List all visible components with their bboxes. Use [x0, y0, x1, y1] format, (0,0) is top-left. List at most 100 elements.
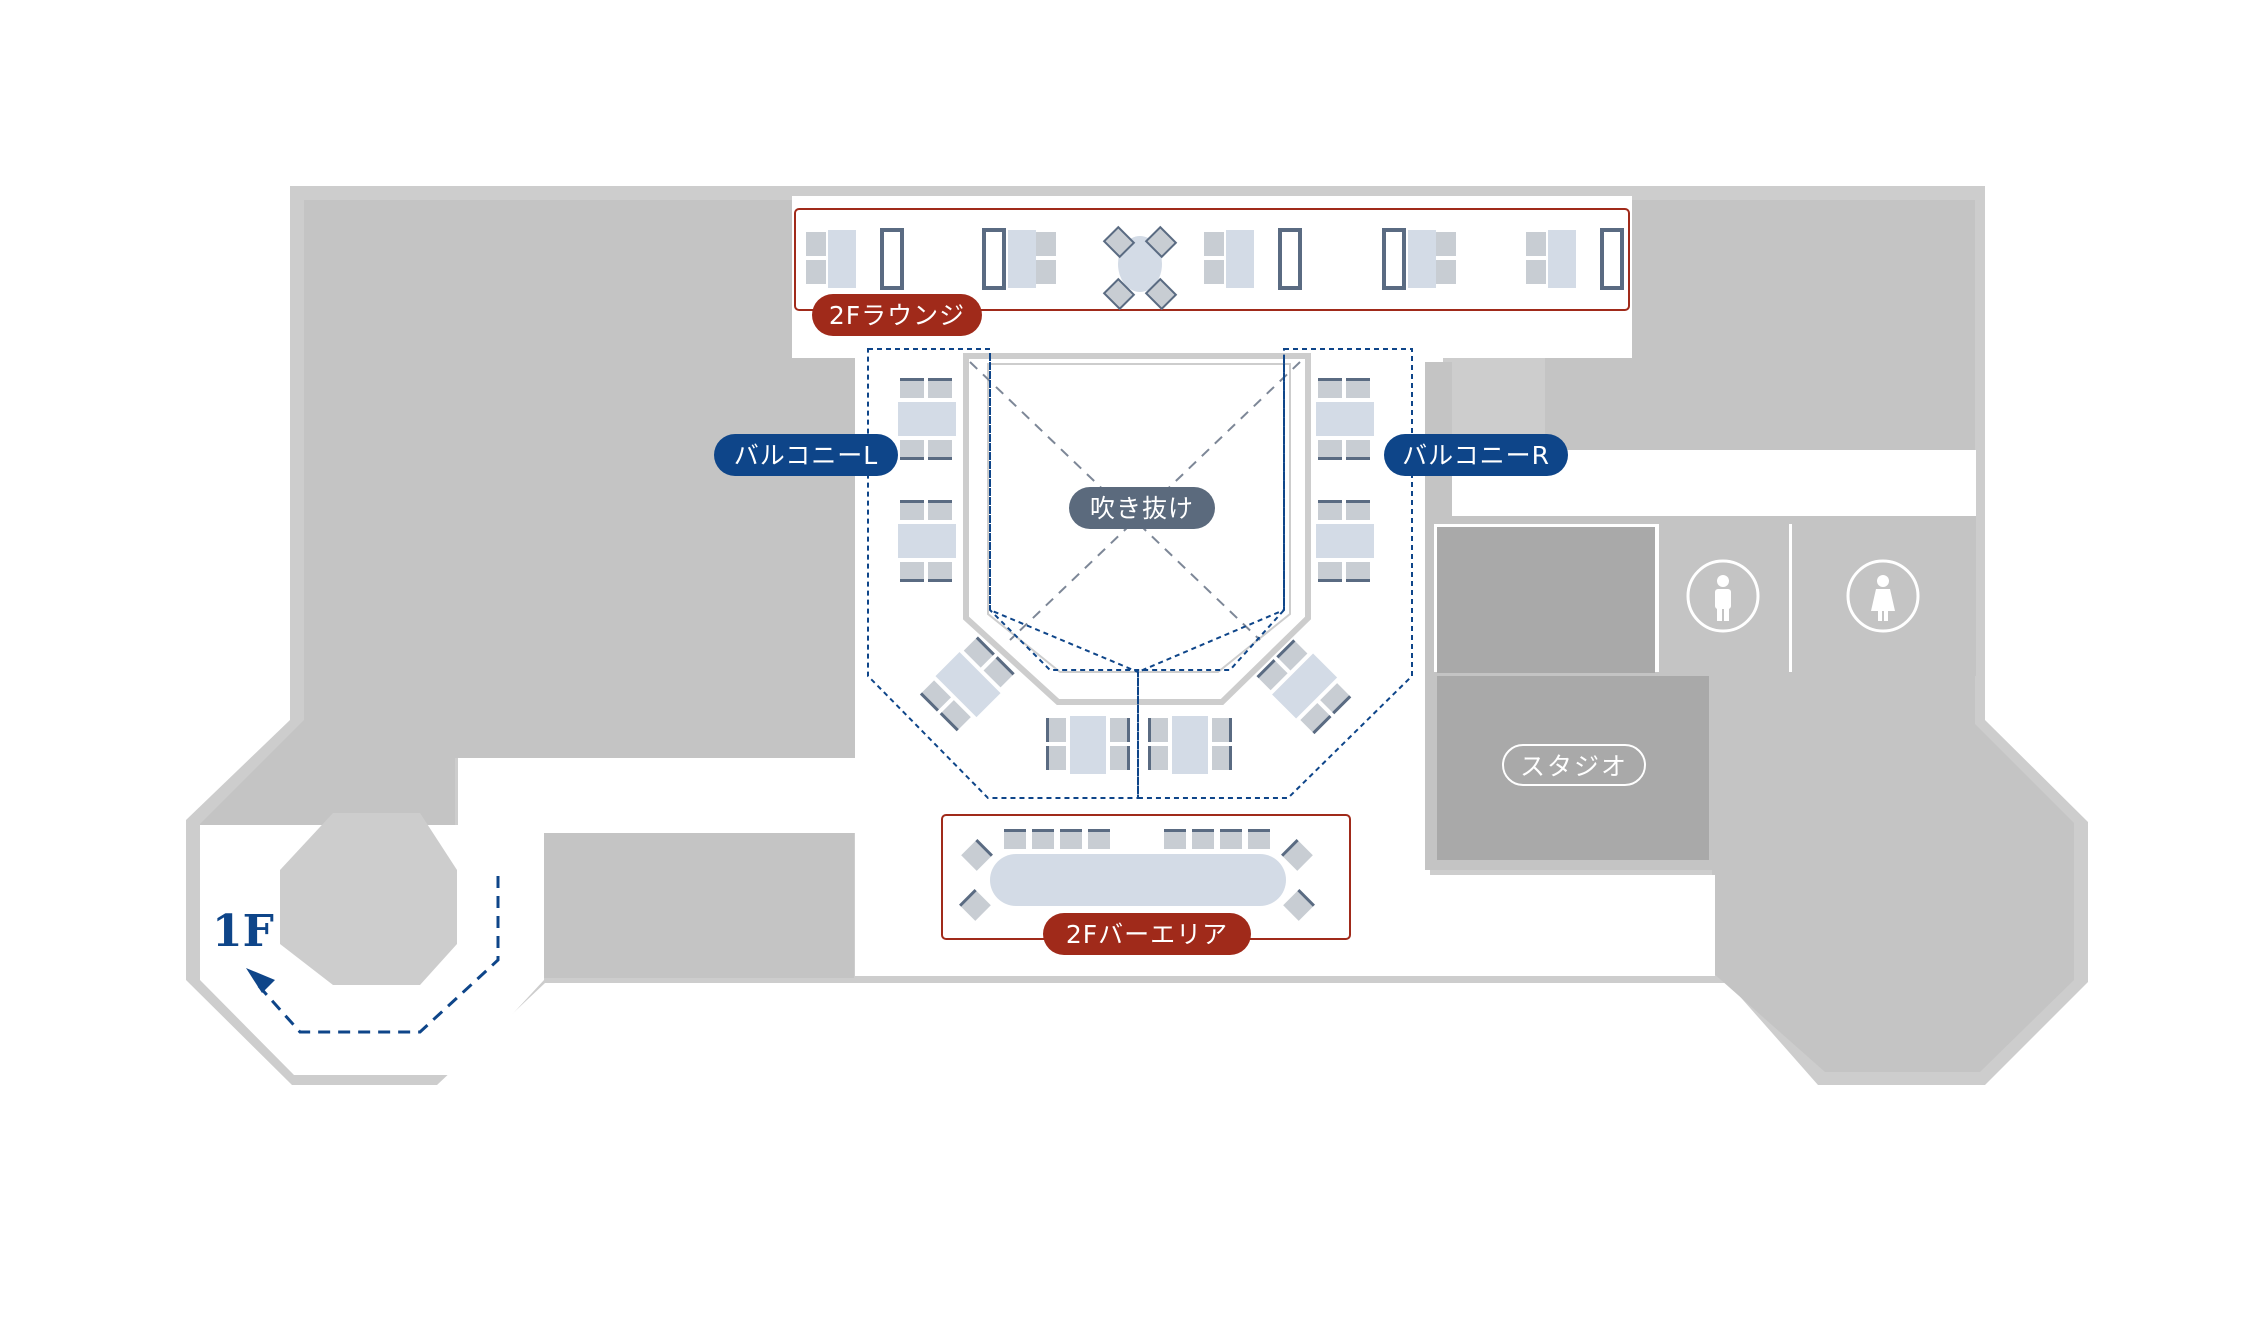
bar-stool-back [1220, 829, 1242, 832]
chair [1144, 277, 1178, 311]
chair [806, 260, 826, 284]
balcony-inner-edge [989, 356, 1285, 671]
bar-stool [1088, 829, 1110, 849]
balcony-left-pill[interactable]: バルコニーL [714, 434, 898, 476]
chair [1346, 562, 1370, 582]
chair [1318, 378, 1342, 398]
chair [1300, 702, 1332, 735]
bar-stool [961, 891, 991, 921]
lounge-label: 2Fラウンジ [829, 301, 965, 330]
bar-area-pill[interactable]: 2Fバーエリア [1043, 913, 1251, 955]
chair [1046, 746, 1066, 770]
chair-back [1148, 718, 1151, 742]
table-set [1316, 378, 1374, 460]
chair [1110, 746, 1130, 770]
balcony-left-label: バルコニーL [734, 441, 878, 470]
chair-back [928, 500, 952, 503]
chair-back [1318, 500, 1342, 503]
lounge-zone[interactable] [794, 208, 1630, 311]
chair-back [928, 378, 952, 381]
lounge-furniture [806, 225, 1624, 311]
chair [963, 636, 995, 668]
table-set [1256, 639, 1352, 735]
round-chair [1144, 225, 1178, 259]
bar-stool-back [1297, 889, 1315, 907]
bar-stool [1283, 891, 1313, 921]
bar-stool-back [1248, 829, 1270, 832]
angled-table-set [919, 636, 1015, 732]
stairwell [246, 813, 500, 1034]
chair [1148, 746, 1168, 770]
bar-furniture [959, 829, 1315, 921]
balcony-right-zone[interactable] [1137, 348, 1413, 799]
chair-back [1229, 746, 1232, 770]
sofa-set [1526, 228, 1624, 290]
bar-area-label: 2Fバーエリア [1066, 920, 1228, 949]
bar-stool-back [959, 889, 977, 907]
chair-back [1229, 718, 1232, 742]
bar-stool [1283, 841, 1313, 871]
chair-back [1127, 718, 1130, 742]
chair-back [1346, 378, 1370, 381]
route-arrow-icon [246, 968, 275, 993]
chair [928, 440, 952, 460]
chair [1204, 232, 1224, 256]
bar-stool-back [975, 839, 993, 857]
bar-stool [1164, 829, 1186, 849]
chair [1212, 746, 1232, 770]
chair [900, 562, 924, 582]
chair [1212, 718, 1232, 742]
sofa-set [1382, 228, 1456, 290]
sofa [880, 228, 904, 290]
table [1008, 230, 1036, 288]
chair-back [1256, 659, 1276, 679]
chair-back [1318, 579, 1342, 582]
round-chair [1102, 225, 1136, 259]
studio-pill[interactable]: スタジオ [1502, 744, 1646, 786]
chair [1102, 225, 1136, 259]
chair [928, 378, 952, 398]
table-set [898, 500, 956, 582]
balcony-right-pill[interactable]: バルコニーR [1384, 434, 1568, 476]
chair [939, 700, 971, 732]
floor-1f-link[interactable]: 1F [212, 906, 274, 957]
round-chair [1144, 277, 1178, 311]
bar-stool-back [1281, 839, 1299, 857]
chair [1204, 260, 1224, 284]
chair [1036, 232, 1056, 256]
chair-back [1318, 378, 1342, 381]
chair-back [1332, 695, 1352, 715]
chair [1346, 378, 1370, 398]
chair [1102, 277, 1136, 311]
chair [1046, 718, 1066, 742]
balcony-right-label: バルコニーR [1402, 441, 1550, 470]
table-set [1148, 716, 1232, 774]
bar-corner-stool [961, 839, 993, 871]
round-chair [1102, 277, 1136, 311]
chair-back [1312, 714, 1332, 735]
chair-back [1346, 579, 1370, 582]
table [1226, 230, 1254, 288]
bar-counter [990, 854, 1286, 906]
chair [1276, 639, 1308, 671]
bar-stool [961, 841, 991, 871]
lounge-pill[interactable]: 2Fラウンジ [812, 294, 982, 336]
chair [1526, 232, 1546, 256]
bar-stool-back [1164, 829, 1186, 832]
bar-corner-stool [959, 889, 991, 921]
chair-back [939, 712, 959, 732]
bar-stool-back [1088, 829, 1110, 832]
sofa [982, 228, 1006, 290]
atrium-pill[interactable]: 吹き抜け [1069, 487, 1215, 529]
chair [806, 232, 826, 256]
table-set [1046, 716, 1130, 774]
chair-back [1346, 457, 1370, 460]
stair-octagon [280, 813, 457, 985]
bar-stool [1060, 829, 1082, 849]
chair-back [1346, 500, 1370, 503]
chair [1346, 440, 1370, 460]
bar-corner-stool [1283, 889, 1315, 921]
bar-stool [1032, 829, 1054, 849]
table-set [898, 378, 956, 460]
